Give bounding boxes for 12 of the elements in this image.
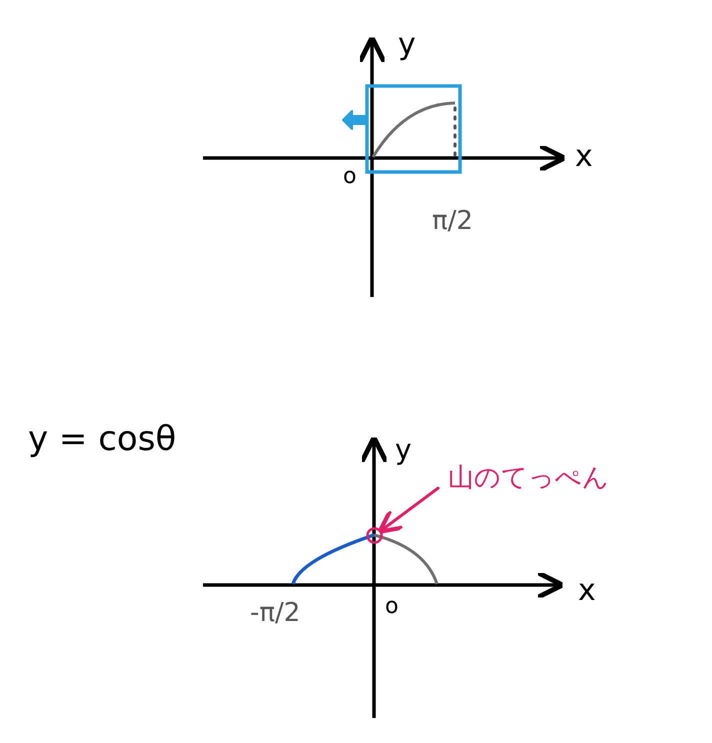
origin-label: o — [343, 166, 356, 188]
callout-text: 山のてっぺん — [448, 460, 678, 494]
axis-label: x — [575, 142, 593, 172]
axis-label: x — [578, 576, 596, 606]
axis-label: y — [395, 436, 412, 464]
tick-label: -π/2 — [250, 600, 300, 626]
highlight-circle — [366, 527, 383, 544]
tick-label: π/2 — [432, 208, 473, 234]
arrow — [378, 486, 440, 534]
equation: y = cosθ — [28, 422, 176, 456]
axis-label: y — [398, 30, 416, 60]
origin-label: o — [385, 596, 398, 618]
